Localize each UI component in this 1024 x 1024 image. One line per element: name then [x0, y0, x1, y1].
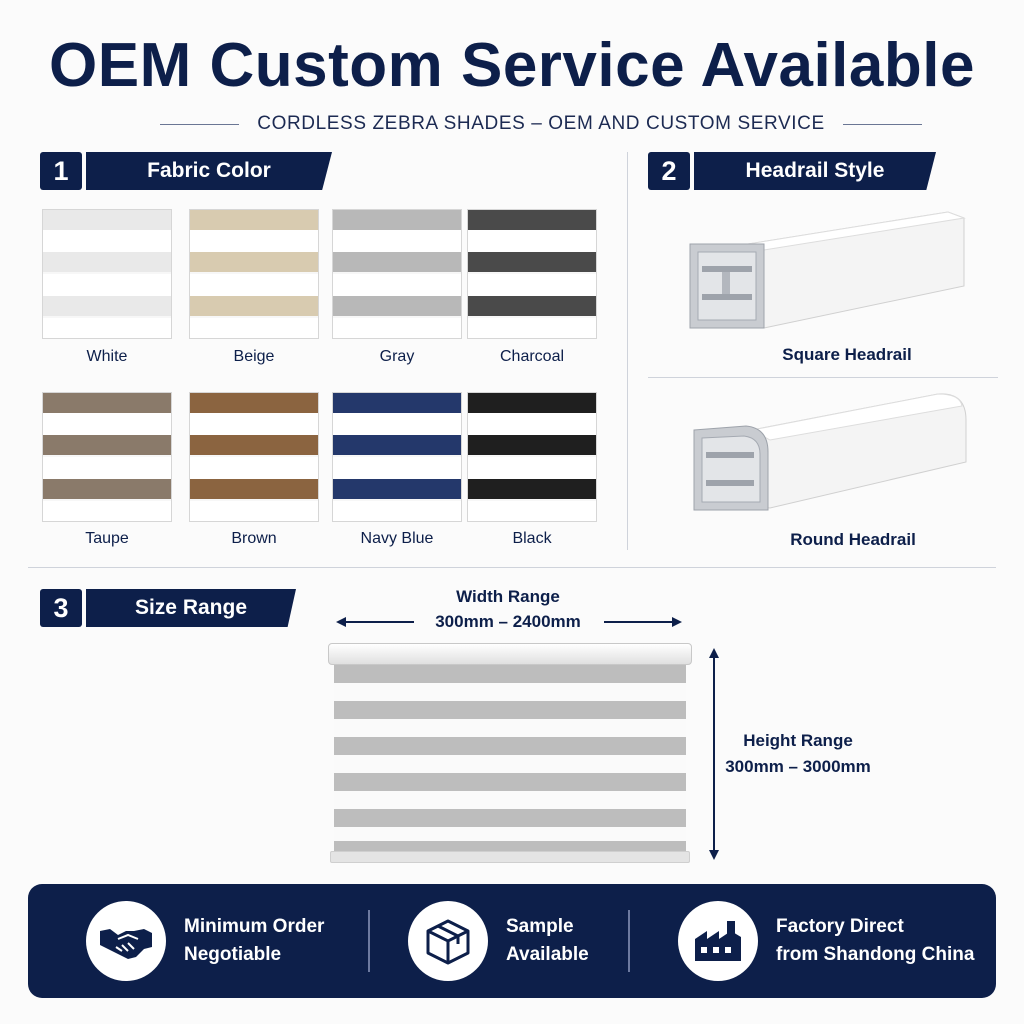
square-headrail-image: [686, 208, 968, 344]
footer-line2: from Shandong China: [776, 944, 975, 965]
width-range-label: Width Range: [456, 587, 560, 606]
package-icon: [408, 901, 488, 981]
footer-line2: Available: [506, 944, 589, 965]
fabric-label: Taupe: [85, 530, 129, 547]
width-range-value: 300mm – 2400mm: [435, 612, 581, 631]
footer-banner: Minimum Order Negotiable Sample Availabl…: [28, 884, 996, 998]
fabric-swatch-gray[interactable]: [332, 209, 462, 339]
section-number: 3: [40, 589, 82, 627]
shade-fabric: [334, 665, 686, 855]
width-arrow-icon: [336, 617, 682, 627]
section-fabric-header: 1 Fabric Color: [40, 152, 332, 190]
footer-item-factory: Factory Direct from Shandong China: [678, 884, 974, 998]
section-title: Fabric Color: [86, 152, 332, 190]
fabric-swatch-navy-blue[interactable]: [332, 392, 462, 522]
shade-bottom-rail: [330, 851, 690, 863]
headrail-label: Square Headrail: [782, 345, 912, 364]
footer-separator: [628, 910, 630, 972]
page-subtitle: CORDLESS ZEBRA SHADES – OEM AND CUSTOM S…: [257, 113, 825, 134]
fabric-swatch-white[interactable]: [42, 209, 172, 339]
fabric-label: White: [86, 348, 128, 365]
footer-line2: Negotiable: [184, 944, 282, 965]
footer-separator: [368, 910, 370, 972]
factory-icon: [678, 901, 758, 981]
section-divider: [28, 567, 996, 568]
headrail-label: Round Headrail: [790, 530, 916, 549]
section-size-header: 3 Size Range: [40, 589, 296, 627]
fabric-label: Beige: [233, 348, 275, 365]
vertical-divider: [627, 152, 628, 550]
section-number: 1: [40, 152, 82, 190]
footer-item-sample: Sample Available: [408, 884, 589, 998]
footer-line1: Sample: [506, 916, 574, 937]
section-title: Size Range: [86, 589, 296, 627]
footer-line1: Factory Direct: [776, 916, 904, 937]
fabric-label: Gray: [379, 348, 415, 365]
headrail-divider: [648, 377, 998, 378]
round-headrail-image: [690, 390, 972, 526]
height-range-label: Height Range: [743, 731, 853, 750]
section-headrail-header: 2 Headrail Style: [648, 152, 936, 190]
fabric-label: Brown: [231, 530, 277, 547]
handshake-icon: [86, 901, 166, 981]
height-range-value: 300mm – 3000mm: [725, 757, 871, 776]
section-number: 2: [648, 152, 690, 190]
subtitle-divider-left: [160, 123, 240, 125]
section-title: Headrail Style: [694, 152, 936, 190]
footer-item-moq: Minimum Order Negotiable: [86, 884, 324, 998]
shade-headrail: [328, 643, 692, 665]
subtitle-divider-right: [842, 123, 923, 125]
fabric-label: Charcoal: [499, 348, 565, 365]
fabric-swatch-black[interactable]: [467, 392, 597, 522]
fabric-swatch-taupe[interactable]: [42, 392, 172, 522]
fabric-swatch-brown[interactable]: [189, 392, 319, 522]
footer-line1: Minimum Order: [184, 916, 325, 937]
height-arrow-icon: [709, 648, 719, 860]
subtitle-row: CORDLESS ZEBRA SHADES – OEM AND CUSTOM S…: [160, 110, 923, 138]
fabric-label: Navy Blue: [360, 530, 434, 547]
zebra-shade-illustration: [328, 643, 692, 865]
fabric-label: Black: [512, 530, 552, 547]
fabric-swatch-beige[interactable]: [189, 209, 319, 339]
fabric-swatch-charcoal[interactable]: [467, 209, 597, 339]
page-title: OEM Custom Service Available: [49, 31, 975, 100]
